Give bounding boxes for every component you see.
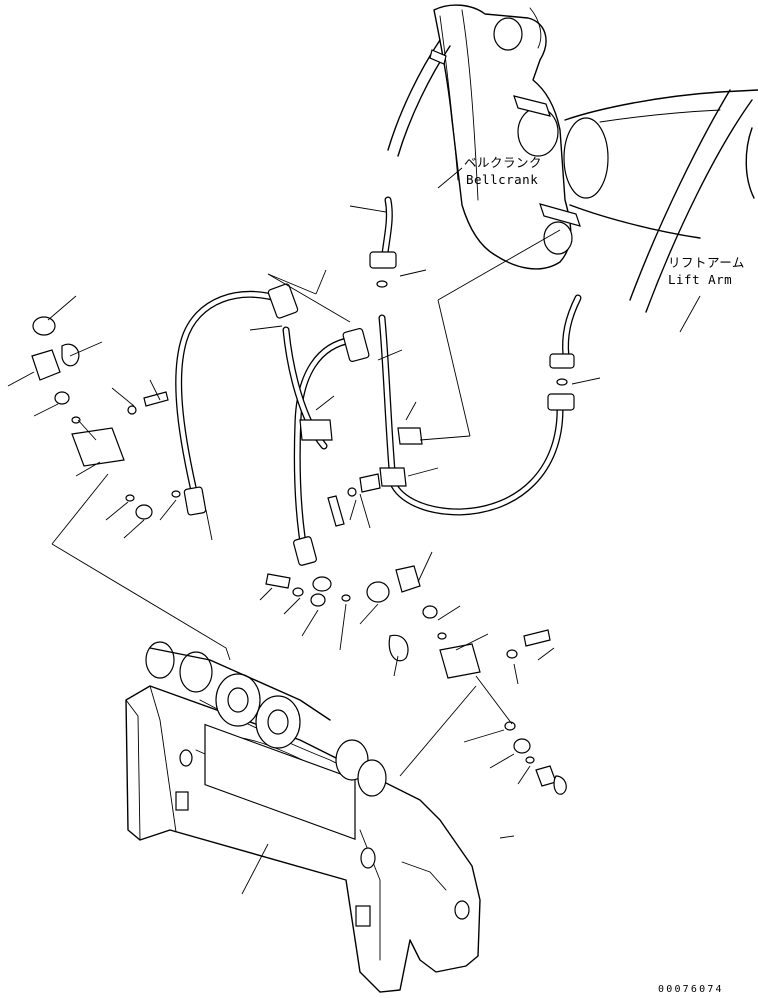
leader-lines bbox=[7, 167, 701, 895]
bellcrank-label-jp: ベルクランク bbox=[464, 155, 543, 170]
frame-drawing bbox=[125, 641, 481, 993]
document-number: 00076074 bbox=[658, 984, 724, 995]
bellcrank-label-en: Bellcrank bbox=[466, 172, 539, 187]
fittings bbox=[31, 251, 575, 795]
lift-arm-label-jp: リフトアーム bbox=[668, 255, 745, 270]
lift-arm-label-en: Lift Arm bbox=[668, 272, 733, 287]
bellcrank-drawing bbox=[387, 4, 758, 313]
